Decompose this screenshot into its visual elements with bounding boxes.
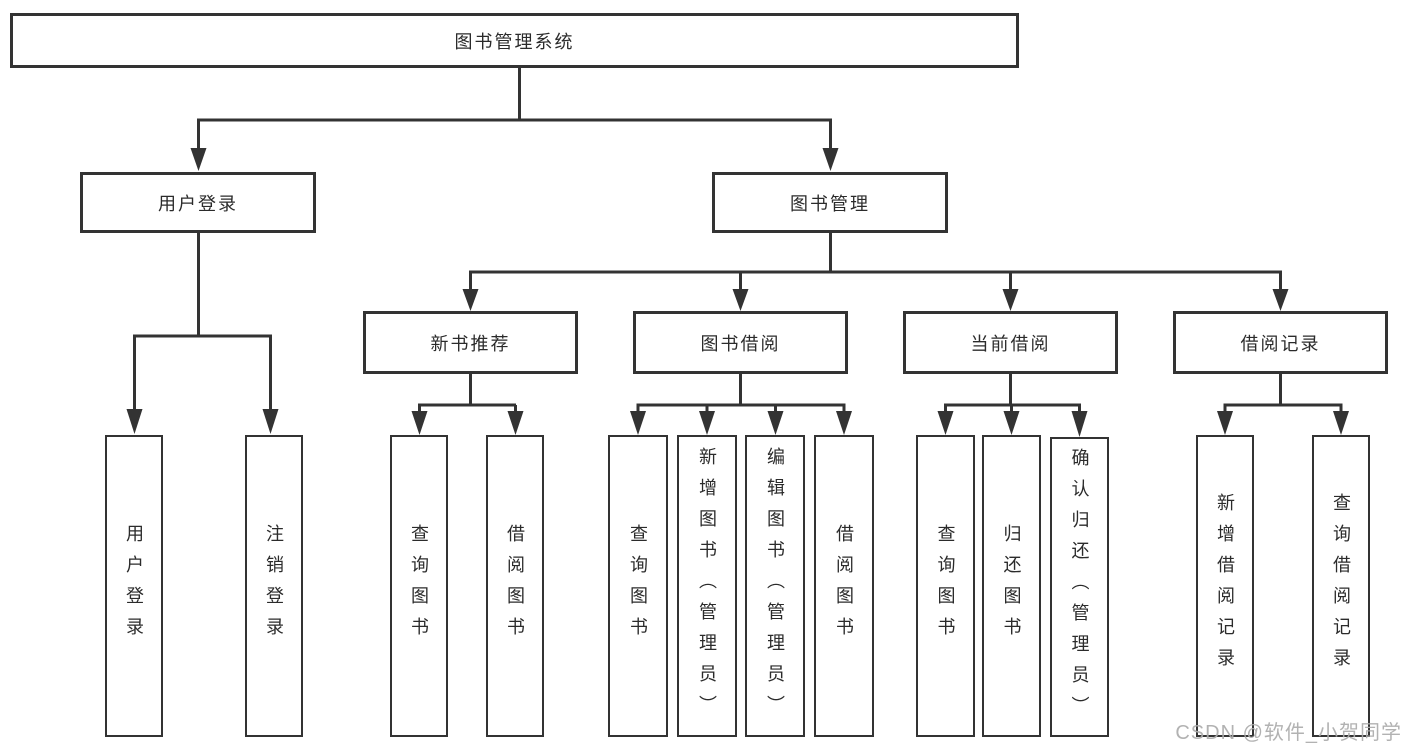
node-new-book-recommend: 新书推荐 (363, 311, 578, 374)
edges-new-book-recommend (411, 374, 524, 435)
node-label: 新书推荐 (430, 333, 511, 354)
node-user-login-action: 用户登录 (105, 435, 163, 737)
arrowhead-icon (1217, 411, 1233, 435)
node-label: 新增图书（管理员） (697, 446, 717, 726)
node-query-borrow-record: 查询借阅记录 (1312, 435, 1370, 737)
node-label: 当前借阅 (970, 333, 1051, 354)
node-confirm-return-admin: 确认归还（管理员） (1050, 437, 1109, 737)
node-label: 图书借阅 (700, 333, 781, 354)
arrowhead-icon (411, 411, 428, 435)
node-borrow-books: 借阅图书 (486, 435, 544, 737)
arrowhead-icon (462, 289, 479, 311)
arrowhead-icon (190, 148, 207, 171)
arrowhead-icon (1002, 289, 1019, 311)
arrowhead-icon (507, 411, 524, 435)
arrowhead-icon (630, 411, 646, 435)
node-label: 用户登录 (124, 524, 144, 648)
node-label: 确认归还（管理员） (1069, 447, 1090, 727)
node-label: 图书管理系统 (454, 31, 575, 52)
node-label: 查询图书 (409, 524, 429, 648)
node-label: 查询借阅记录 (1331, 493, 1351, 679)
node-edit-books-admin: 编辑图书（管理员） (745, 435, 805, 737)
node-query-books: 查询图书 (390, 435, 448, 737)
node-book-borrowing: 图书借阅 (633, 311, 848, 374)
edges-root (190, 66, 839, 171)
node-return-books: 归还图书 (982, 435, 1041, 737)
edges-borrow-records (1217, 374, 1349, 435)
node-label: 查询图书 (935, 524, 956, 648)
node-label: 借阅图书 (834, 524, 854, 648)
edges-book-management (462, 233, 1289, 311)
arrowhead-icon (937, 411, 954, 435)
edges-current-borrowing (937, 374, 1088, 437)
node-label: 用户登录 (158, 193, 238, 214)
node-query-books: 查询图书 (608, 435, 668, 737)
arrowhead-icon (262, 409, 279, 434)
node-borrow-records: 借阅记录 (1173, 311, 1388, 374)
node-book-management: 图书管理 (712, 172, 948, 233)
node-label: 图书管理 (790, 193, 870, 214)
arrowhead-icon (1272, 289, 1289, 311)
arrowhead-icon (836, 411, 852, 435)
node-label: 归还图书 (1001, 524, 1022, 648)
arrowhead-icon (699, 411, 715, 435)
arrowhead-icon (822, 148, 839, 171)
edges-book-borrowing (630, 374, 852, 435)
node-add-borrow-record: 新增借阅记录 (1196, 435, 1254, 737)
node-label: 新增借阅记录 (1215, 493, 1235, 679)
node-add-books-admin: 新增图书（管理员） (677, 435, 737, 737)
node-borrow-books: 借阅图书 (814, 435, 874, 737)
arrowhead-icon (732, 289, 749, 311)
arrowhead-icon (1003, 411, 1020, 435)
node-label: 查询图书 (628, 524, 648, 648)
node-library-system: 图书管理系统 (10, 13, 1019, 68)
node-label: 借阅图书 (505, 524, 525, 648)
node-user-login: 用户登录 (80, 172, 316, 233)
node-query-books: 查询图书 (916, 435, 975, 737)
node-label: 借阅记录 (1240, 333, 1321, 354)
edges-user-login (126, 233, 279, 434)
arrowhead-icon (1071, 411, 1088, 437)
node-logout-action: 注销登录 (245, 435, 303, 737)
arrowhead-icon (767, 411, 784, 435)
arrowhead-icon (1333, 411, 1349, 435)
node-current-borrowing: 当前借阅 (903, 311, 1118, 374)
arrowhead-icon (126, 409, 143, 434)
node-label: 注销登录 (264, 524, 284, 648)
node-label: 编辑图书（管理员） (765, 446, 785, 726)
csdn-watermark: CSDN @软件_小贺同学 (1175, 722, 1402, 744)
